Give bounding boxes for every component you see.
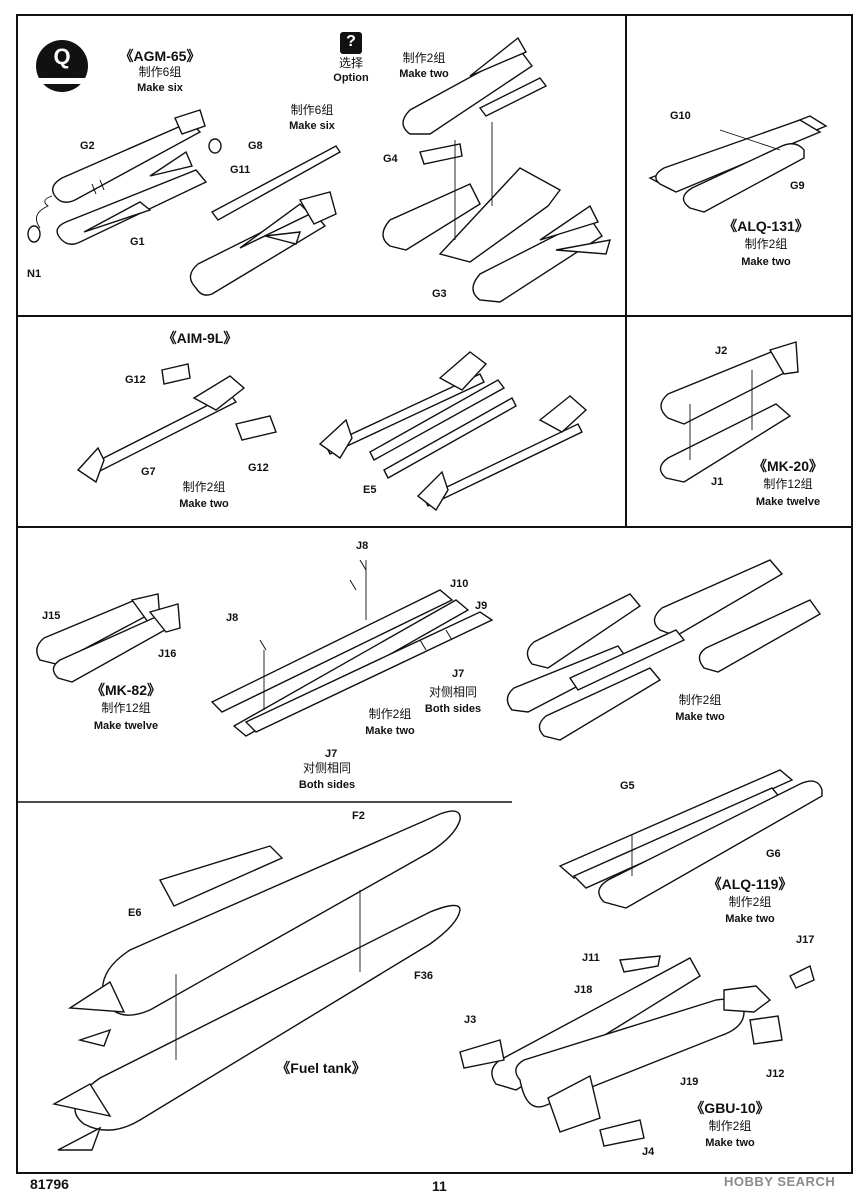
agm65-count3-en: Make two [399, 68, 449, 80]
part-label: G12 [125, 374, 146, 386]
gbu10-count-cn: 制作2组 [708, 1119, 752, 1133]
part-label: G1 [130, 236, 145, 248]
rack-both-cn-1: 对侧相同 [428, 685, 477, 699]
rack-both-en-1: Both sides [424, 703, 482, 715]
alq119-count-cn: 制作2组 [728, 895, 772, 909]
aim9l-count-en: Make two [179, 498, 229, 510]
mk20-count-en: Make twelve [755, 496, 821, 508]
agm65-count3-cn: 制作2组 [402, 51, 446, 65]
alq131-count-cn: 制作2组 [744, 237, 788, 251]
part-label: G2 [80, 140, 95, 152]
rack-assembled-count-cn: 制作2组 [678, 693, 722, 707]
part-label: G4 [383, 153, 398, 165]
step-badge-icon [36, 40, 88, 92]
part-label: G9 [790, 180, 805, 192]
mk20-count-cn: 制作12组 [763, 477, 813, 491]
mk82-title: 《MK-82》 [90, 682, 161, 698]
part-label: J19 [680, 1076, 699, 1088]
part-label: F36 [414, 970, 433, 982]
part-label: J16 [158, 648, 177, 660]
part-label: G3 [432, 288, 447, 300]
part-label: J4 [642, 1146, 655, 1158]
watermark-text: HOBBY SEARCH [724, 1174, 836, 1189]
part-label: G10 [670, 110, 691, 122]
part-label: J7 [452, 668, 465, 680]
agm65-missile-exploded [27, 109, 222, 245]
alq131-count-en: Make two [741, 256, 791, 268]
part-label: J17 [796, 934, 815, 946]
rack-exploded [210, 559, 494, 737]
mk20-title: 《MK-20》 [752, 458, 823, 474]
part-label: J15 [42, 610, 61, 622]
agm65-count-en: Make six [137, 82, 183, 94]
rack-assembled-count-en: Make two [675, 711, 725, 723]
part-label: E5 [363, 484, 377, 496]
part-label: G11 [230, 164, 251, 176]
gbu10-bomb [459, 955, 815, 1147]
alq131-pod [648, 115, 828, 213]
option-en: Option [333, 72, 369, 84]
mk82-count-en: Make twelve [93, 720, 159, 732]
part-label: J11 [582, 952, 600, 964]
rack-count-cn: 制作2组 [368, 707, 412, 721]
part-label: J9 [475, 600, 488, 612]
part-label: J2 [715, 345, 728, 357]
part-label: J8 [356, 540, 369, 552]
part-label: J7 [325, 748, 338, 760]
part-label: J12 [766, 1068, 785, 1080]
mk20-bomb [659, 341, 799, 483]
panel-lower [16, 526, 853, 1174]
aim9l-count-cn: 制作2组 [182, 480, 226, 494]
part-label: G7 [141, 466, 156, 478]
step-word: STEP [51, 69, 73, 78]
rack-both-cn-2: 对侧相同 [302, 761, 351, 775]
gbu10-count-en: Make two [705, 1137, 755, 1149]
part-label: F2 [352, 810, 365, 822]
gbu10-title: 《GBU-10》 [690, 1100, 770, 1116]
part-label: J10 [450, 578, 469, 590]
alq119-pod [558, 769, 823, 909]
rack-assembled [506, 559, 822, 741]
kit-number: 81796 [30, 1176, 69, 1192]
aim9l-missile-single [76, 363, 277, 484]
part-label: G8 [248, 140, 263, 152]
option-mark: ? [346, 33, 356, 50]
agm65-triple-launcher [382, 36, 611, 303]
part-label: G12 [248, 462, 269, 474]
alq119-count-en: Make two [725, 913, 775, 925]
part-label: J1 [711, 476, 724, 488]
fuel-tank [52, 810, 461, 1151]
part-label: J8 [226, 612, 239, 624]
part-label: N1 [27, 268, 42, 280]
alq131-title: 《ALQ-131》 [723, 218, 809, 234]
part-label: J3 [464, 1014, 477, 1026]
part-label: G6 [766, 848, 781, 860]
agm65-missile-middle [189, 145, 342, 296]
agm65-count-cn: 制作6组 [138, 65, 182, 79]
mk82-bomb [36, 593, 181, 683]
agm65-title: 《AGM-65》 [119, 48, 201, 64]
rack-count-en: Make two [365, 725, 415, 737]
aim9l-title: 《AIM-9L》 [162, 330, 238, 346]
fuel-tank-title: 《Fuel tank》 [276, 1060, 366, 1076]
alq119-title: 《ALQ-119》 [707, 876, 793, 892]
step-letter: Q [53, 44, 71, 69]
aim9l-missile-pair [318, 351, 588, 512]
option-icon [340, 32, 362, 54]
agm65-count2-en: Make six [289, 120, 335, 132]
option-cn: 选择 [338, 56, 363, 70]
page-number: 11 [432, 1178, 447, 1194]
rack-both-en-2: Both sides [298, 779, 356, 791]
part-label: E6 [128, 907, 142, 919]
mk82-count-cn: 制作12组 [101, 701, 151, 715]
part-label: J18 [574, 984, 593, 996]
part-label: G5 [620, 780, 635, 792]
agm65-count2-cn: 制作6组 [290, 103, 334, 117]
